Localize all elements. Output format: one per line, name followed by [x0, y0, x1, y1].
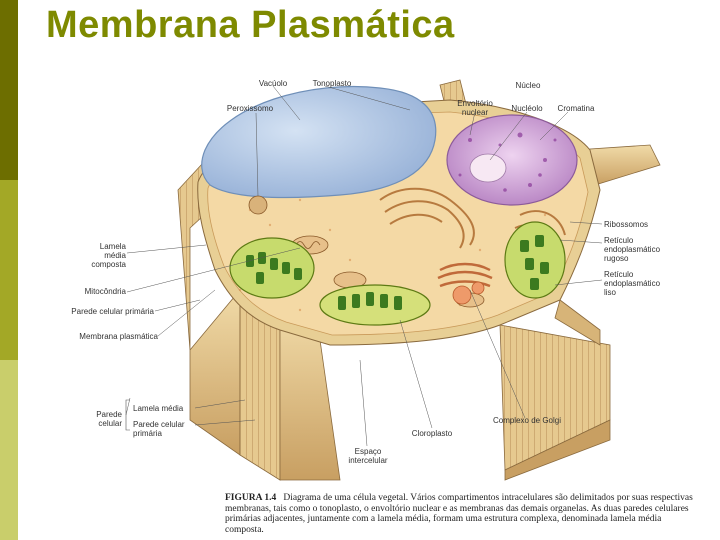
figure-caption: FIGURA 1.4 Diagrama de uma célula vegeta…	[225, 493, 695, 535]
label-cloroplasto: Cloroplasto	[404, 429, 460, 438]
label-parede-celular: Parede celular	[82, 410, 122, 428]
label-reticulo-liso: Retículo endoplasmático liso	[604, 270, 660, 297]
label-nucleolo: Nucléolo	[504, 104, 550, 113]
label-mitocondria: Mitocôndria	[70, 287, 126, 296]
label-vacuolo: Vacúolo	[255, 79, 291, 88]
label-parede-celular-primaria-2: Parede celular primária	[133, 420, 185, 438]
label-envoltorio-nuclear: Envoltório nuclear	[452, 99, 498, 117]
label-nucleo: Núcleo	[508, 81, 548, 90]
figure-number: FIGURA 1.4	[225, 493, 276, 503]
label-cromatina: Cromatina	[551, 104, 601, 113]
peroxisome	[249, 196, 267, 214]
wall-bracket	[126, 400, 130, 430]
figure-caption-text: Diagrama de uma célula vegetal. Vários c…	[225, 493, 693, 535]
label-tonoplasto: Tonoplasto	[306, 79, 358, 88]
nucleus	[447, 115, 577, 205]
label-espaco-intercelular: Espaço intercelular	[340, 447, 396, 465]
label-reticulo-rugoso: Retículo endoplasmático rugoso	[604, 236, 660, 263]
label-complexo-golgi: Complexo de Golgi	[482, 416, 572, 425]
label-lamela-media: Lamela média	[133, 404, 183, 413]
label-membrana-plasmatica: Membrana plasmática	[50, 332, 158, 341]
nucleolus	[470, 154, 506, 182]
label-lamela-media-composta: Lamela média composta	[70, 242, 126, 269]
label-ribossomos: Ribossomos	[604, 220, 648, 229]
label-parede-celular-primaria: Parede celular primária	[44, 307, 154, 316]
label-peroxissomo: Peroxissomo	[223, 104, 277, 113]
